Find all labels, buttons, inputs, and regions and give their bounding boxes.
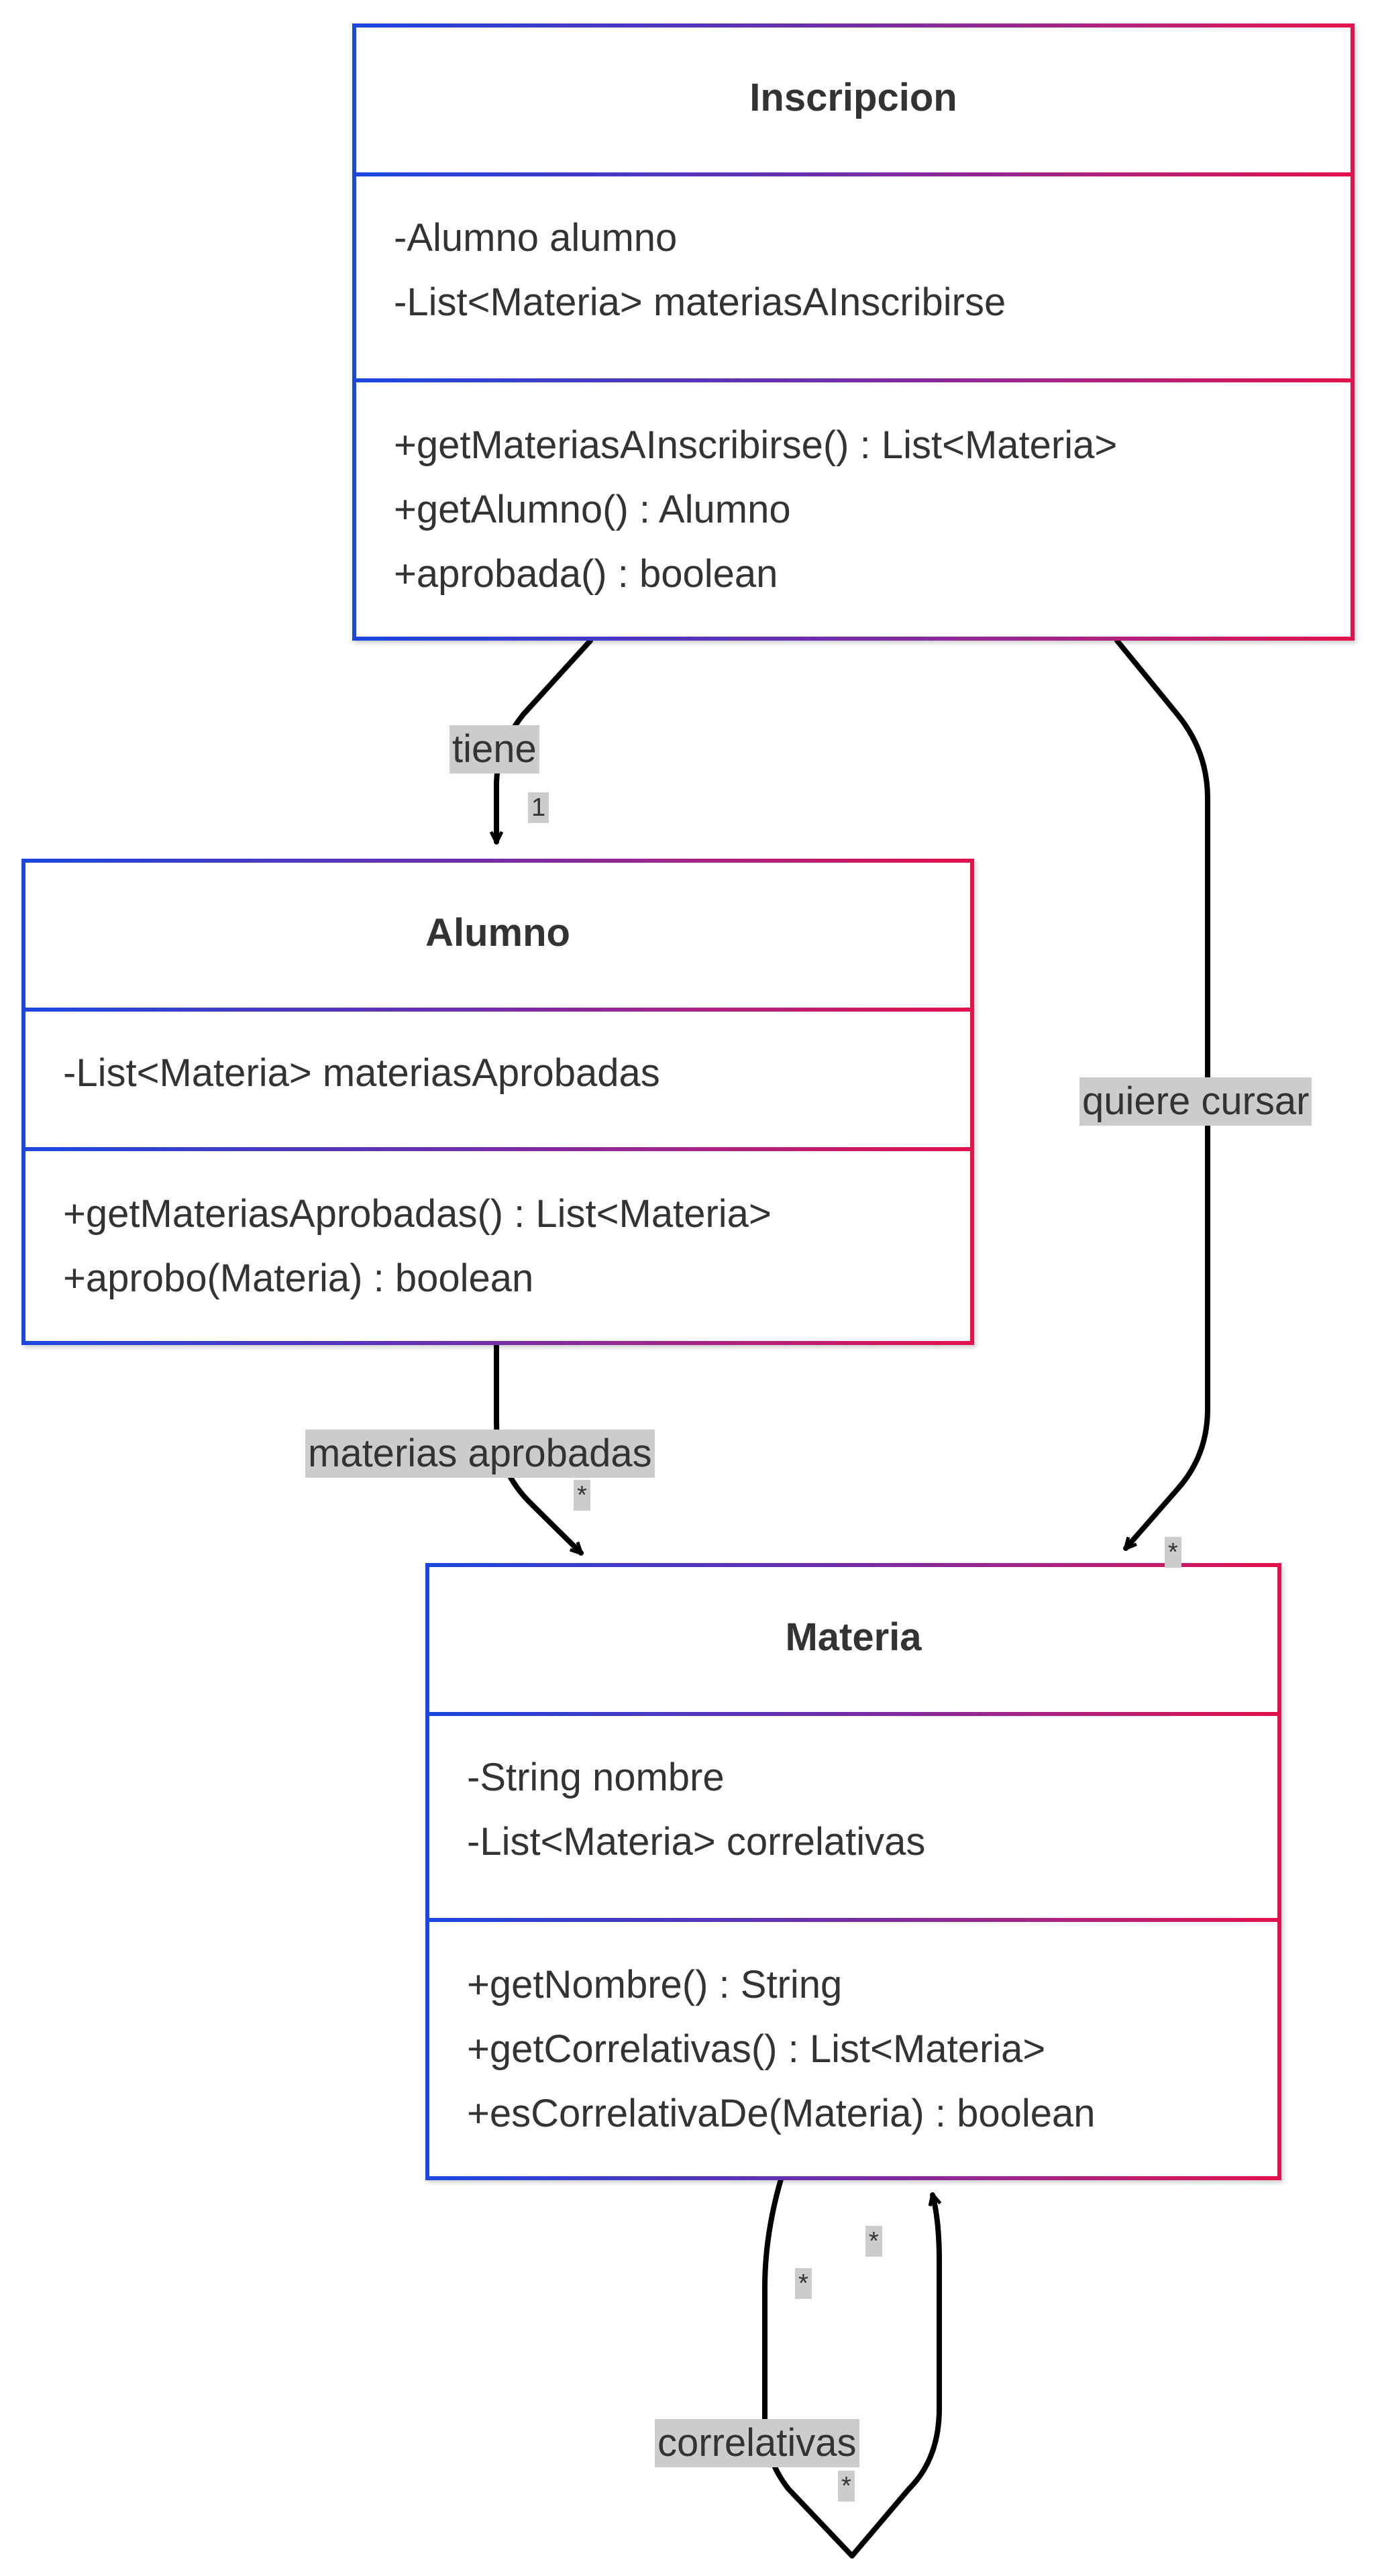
attribute: -Alumno alumno [394,216,678,260]
class-name: Alumno [425,911,570,955]
method: +getCorrelativas() : List<Materia> [467,2027,1046,2071]
edge-label-tiene: tiene [450,725,539,773]
attribute: -List<Materia> materiasAprobadas [63,1051,660,1095]
edge-label-quiere-cursar: quiere cursar [1079,1077,1312,1126]
method: +getAlumno() : Alumno [394,488,791,531]
class-name: Inscripcion [749,76,957,119]
edge-label-materias-aprobadas: materias aprobadas [305,1430,655,1478]
multiplicity-correlativas-source: * [795,2268,812,2299]
class-name: Materia [785,1615,922,1659]
edge-correlativas [762,2174,942,2559]
edge-label-correlativas: correlativas [655,2419,859,2467]
method: +getMateriasAInscribirse() : List<Materi… [394,423,1118,467]
multiplicity-materias-aprobadas: * [574,1480,590,1511]
class-inscripcion[interactable]: Inscripcion -Alumno alumno -List<Materia… [352,23,1355,641]
method: +aprobada() : boolean [394,552,778,596]
method: +getMateriasAprobadas() : List<Materia> [63,1192,772,1236]
method: +aprobo(Materia) : boolean [63,1256,534,1300]
attribute: -List<Materia> correlativas [467,1820,926,1864]
multiplicity-correlativas-label: * [838,2471,855,2502]
method: +getNombre() : String [467,1963,843,2006]
method: +esCorrelativaDe(Materia) : boolean [467,2092,1096,2135]
class-materia[interactable]: Materia -String nombre -List<Materia> co… [425,1563,1281,2180]
class-alumno[interactable]: Alumno -List<Materia> materiasAprobadas … [21,859,974,1345]
multiplicity-correlativas-target: * [865,2226,882,2257]
multiplicity-quiere-cursar: * [1165,1537,1181,1568]
multiplicity-tiene: 1 [528,792,549,823]
attribute: -String nombre [467,1756,725,1799]
attribute: -List<Materia> materiasAInscribirse [394,280,1006,324]
